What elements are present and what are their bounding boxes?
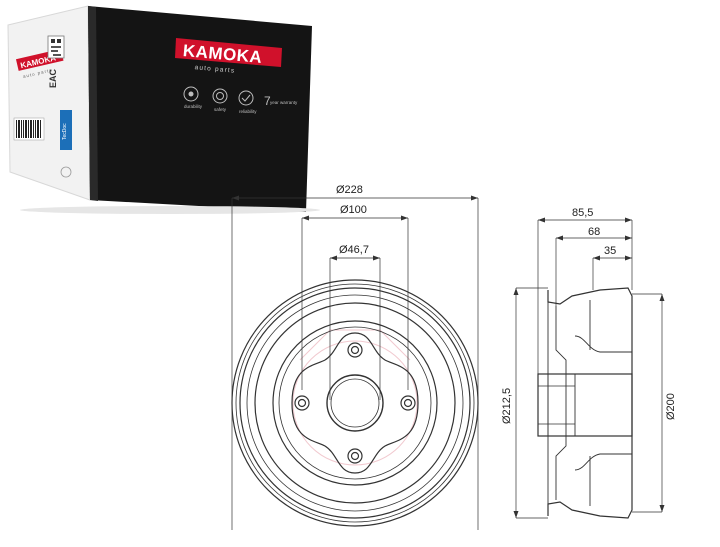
drum-outer-ring: [231, 279, 479, 527]
side-flange-top: [574, 335, 632, 353]
tecdoc-tag: [60, 110, 72, 150]
side-code-block: [47, 35, 65, 59]
box-front-face: [88, 6, 312, 212]
durability-feature: durability: [183, 86, 203, 109]
center-bore-label: Ø46,7: [339, 244, 369, 256]
durability-icon: [183, 86, 199, 102]
feature-label: reliability: [239, 109, 257, 114]
hub-label: 35: [604, 245, 616, 257]
box-side-face: [7, 5, 91, 201]
side-tagline-text: auto parts: [22, 67, 52, 79]
feature-label: year warranty: [270, 100, 298, 105]
box-edge: [88, 6, 98, 201]
bolt-holes: [294, 342, 416, 464]
center-bore-inner: [330, 378, 380, 428]
watermark: [292, 329, 418, 466]
product-box: KAMOKA auto parts EAC TecDoc: [7, 5, 320, 214]
drum-side-view: [537, 287, 633, 519]
tecdoc-tag-text: TecDoc: [62, 123, 68, 140]
front-dimensions: [231, 195, 479, 530]
side-flange-bottom: [574, 453, 632, 471]
drum-ring: [272, 320, 438, 486]
warranty-number: 7: [264, 94, 271, 108]
eac-badge: EAC: [48, 68, 58, 88]
side-dimensions: [513, 217, 665, 519]
side-hub: [537, 373, 633, 437]
drum-ring: [246, 294, 464, 512]
hub-flange: [291, 332, 419, 474]
drum-inner-label: Ø200: [665, 393, 677, 420]
drum-front-view: [231, 279, 479, 527]
box-shadow: [20, 206, 320, 214]
bolt-circle-label: Ø100: [340, 204, 367, 216]
feature-label: safety: [214, 107, 227, 112]
side-inner-wall: [555, 306, 567, 500]
warranty-feature: 7 year warranty: [264, 94, 298, 108]
drum-ring: [235, 283, 475, 523]
center-bore: [326, 374, 384, 432]
width-label: 85,5: [572, 207, 593, 219]
safety-feature: safety: [212, 88, 228, 112]
brake-diameter-label: Ø212,5: [501, 388, 513, 424]
outer-diameter-label: Ø228: [336, 184, 363, 196]
brand-block: [175, 38, 282, 67]
depth-label: 68: [588, 226, 600, 238]
side-barcode: [13, 117, 45, 141]
feature-icons: durability safety reliability 7 year war…: [183, 86, 298, 114]
recycle-icon: [60, 166, 72, 178]
feature-label: durability: [184, 104, 203, 109]
drum-ring: [254, 302, 456, 504]
tagline-text: auto parts: [194, 64, 235, 75]
safety-icon: [212, 88, 228, 104]
drum-ring: [278, 326, 432, 480]
drum-ring: [239, 287, 471, 519]
reliability-icon: [238, 90, 254, 106]
reliability-feature: reliability: [238, 90, 257, 114]
